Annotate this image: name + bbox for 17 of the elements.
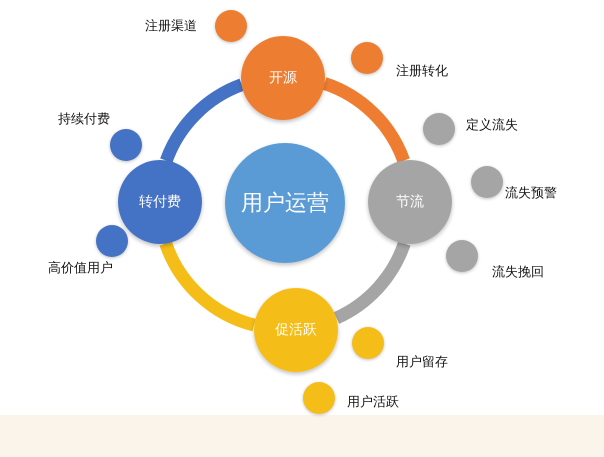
ring-arc <box>322 77 410 164</box>
item-label: 流失挽回 <box>492 264 544 281</box>
item-label: 用户留存 <box>396 354 448 371</box>
stage-circle: 促活跃 <box>254 288 338 372</box>
stage-circle: 节流 <box>368 160 452 244</box>
stage-circle: 开源 <box>241 36 325 120</box>
item-label: 用户活跃 <box>347 394 399 411</box>
ring-arc <box>160 241 256 332</box>
item-label: 定义流失 <box>466 117 518 134</box>
stage-circle: 转付费 <box>118 160 202 244</box>
item-label: 注册转化 <box>396 63 448 80</box>
item-label: 高价值用户 <box>48 260 113 277</box>
ring-arc <box>333 241 410 324</box>
center-circle: 用户运营 <box>225 143 345 263</box>
item-label: 注册渠道 <box>145 18 197 35</box>
item-label: 持续付费 <box>58 111 110 128</box>
item-label: 流失预警 <box>505 185 557 202</box>
